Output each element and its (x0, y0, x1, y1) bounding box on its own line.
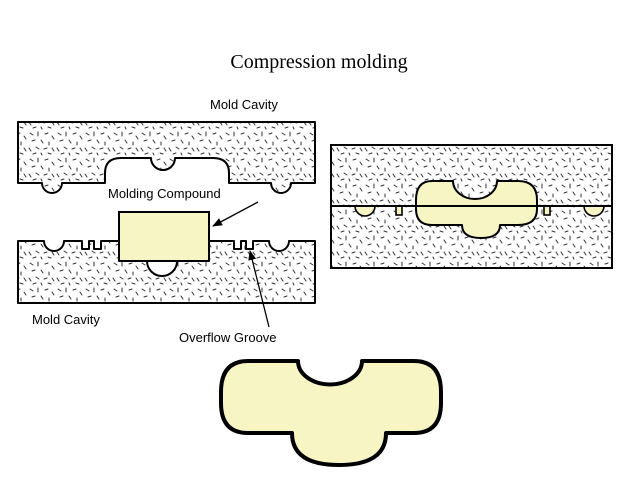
closed-mold-vent-2 (543, 205, 551, 216)
diagram-title: Compression molding (230, 51, 407, 73)
molding-compound-arrow (212, 201, 259, 227)
closed-mold (330, 144, 613, 269)
molding-compound-block (118, 211, 210, 262)
label-mold-cavity-top: Mold Cavity (210, 97, 278, 112)
molded-part-in-cavity (415, 180, 538, 239)
closed-mold-groove-right (583, 205, 605, 217)
closed-mold-groove-left (354, 205, 376, 217)
label-mold-cavity-bottom: Mold Cavity (32, 312, 100, 327)
closed-mold-vent-1 (395, 205, 403, 216)
label-overflow-groove: Overflow Groove (179, 330, 277, 345)
overflow-groove-arrow (248, 250, 270, 328)
lower-mold-half (17, 240, 316, 304)
label-molding-compound: Molding Compound (108, 186, 221, 201)
upper-mold-half (17, 121, 316, 194)
open-mold: Mold Cavity Molding Compound Mold Cavity… (17, 97, 316, 345)
finished-molded-part (219, 359, 443, 467)
